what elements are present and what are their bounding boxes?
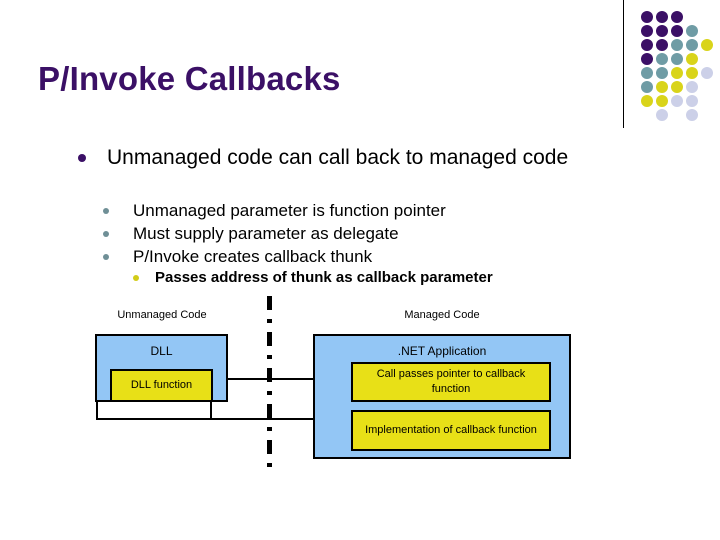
net-application-title: .NET Application [397,344,487,358]
decorative-dot [656,95,668,107]
connector-lower-line [96,418,352,420]
bullet-level3: Passes address of thunk as callback para… [133,268,573,287]
decorative-dot [671,67,683,79]
connector-lower-vertical [210,400,212,420]
connector-lower-stub [96,400,98,420]
decorative-dot [686,95,698,107]
decorative-dot [686,53,698,65]
bullet-level2-item: P/Invoke creates callback thunk [103,246,563,268]
call-passes-pointer-box: Call passes pointer to callback function [351,362,551,402]
bullet-level2-item: Must supply parameter as delegate [103,223,563,245]
page-title: P/Invoke Callbacks [38,60,341,97]
bullet-level1-text: Unmanaged code can call back to managed … [107,146,569,169]
decorative-dot [686,39,698,51]
bullet-dot-icon [103,208,109,214]
decorative-dot [671,39,683,51]
decorative-dot [656,81,668,93]
decorative-dot [641,53,653,65]
diagram-label-managed: Managed Code [404,309,480,321]
decorative-dot [671,81,683,93]
decorative-dot [671,95,683,107]
bullet-dot-icon [103,231,109,237]
callback-implementation-box: Implementation of callback function [351,410,551,451]
decorative-dot [671,11,683,23]
bullet-level1: Unmanaged code can call back to managed … [78,145,588,170]
decorative-dot [656,11,668,23]
decorative-dot [701,67,713,79]
decorative-dot [641,25,653,37]
unmanaged-managed-divider [267,296,272,470]
dll-container-title: DLL [150,344,173,358]
connector-upper-line [213,378,373,380]
bullet-level2-item: Unmanaged parameter is function pointer [103,200,563,222]
bullet-dot-icon [78,154,86,162]
decorative-dot-grid [641,11,717,123]
decorative-dot [641,39,653,51]
decorative-dot [656,25,668,37]
decorative-dot [656,39,668,51]
decorative-dot [686,81,698,93]
bullet-level3-text: Passes address of thunk as callback para… [155,269,493,286]
decorative-dot [686,109,698,121]
decorative-dot [686,67,698,79]
decorative-dot [641,11,653,23]
decorative-dot [701,39,713,51]
decorative-dot [656,67,668,79]
bullet-level2-group: Unmanaged parameter is function pointer … [103,200,563,269]
diagram-label-unmanaged: Unmanaged Code [117,309,207,321]
bullet-dot-icon [133,275,139,281]
decorative-dot [656,53,668,65]
bullet-level2-text: Must supply parameter as delegate [133,224,399,243]
decorative-dot [656,109,668,121]
decorative-dot [671,25,683,37]
decorative-dot [641,67,653,79]
bullet-level2-text: P/Invoke creates callback thunk [133,247,373,266]
decorative-dot [686,25,698,37]
decorative-dot [641,95,653,107]
bullet-level2-text: Unmanaged parameter is function pointer [133,201,446,220]
decorative-dot [641,81,653,93]
header-vertical-rule [623,0,624,128]
bullet-dot-icon [103,254,109,260]
decorative-dot [671,53,683,65]
dll-function-box: DLL function [110,369,213,402]
